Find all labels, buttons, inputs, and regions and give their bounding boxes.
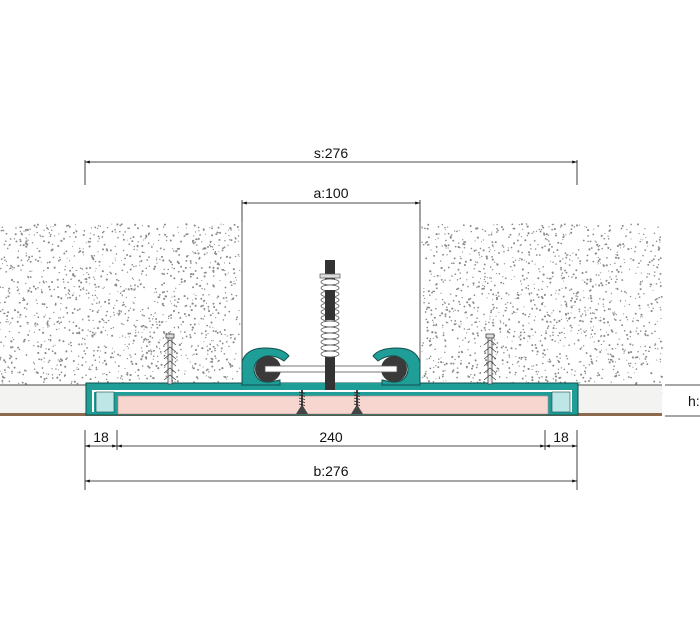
concrete-texture (0, 223, 663, 413)
dimension-lines (84, 160, 700, 490)
dimension-a: a:100 (313, 185, 348, 201)
spring (320, 278, 340, 358)
fixing-screws (296, 390, 363, 414)
bolt-with-spring (319, 260, 341, 390)
wall-anchors (163, 333, 497, 385)
dimension-b: b:276 (313, 463, 348, 479)
insert-strip (117, 395, 549, 415)
end-filler-right (551, 391, 571, 413)
dimension-h: h: (688, 393, 700, 409)
concrete-left (0, 222, 242, 385)
concrete-slabs (0, 222, 662, 385)
dimension-right-edge: 18 (553, 429, 569, 445)
concrete-right (420, 222, 662, 385)
dimension-left-edge: 18 (93, 429, 109, 445)
dimension-s: s:276 (314, 145, 348, 161)
dimension-middle: 240 (319, 429, 343, 445)
end-filler-left (95, 391, 115, 413)
